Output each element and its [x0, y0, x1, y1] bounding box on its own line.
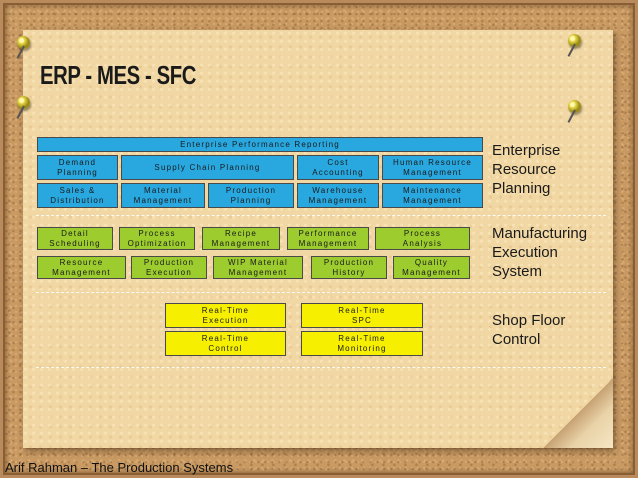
erp-box-cost-accounting: Cost Accounting: [297, 155, 379, 180]
erp-box-demand-planning: Demand Planning: [37, 155, 118, 180]
pushpin-icon: [17, 96, 30, 109]
mes-box-wip-material-management: WIP Material Management: [213, 256, 303, 279]
mes-box-detail-scheduling: Detail Scheduling: [37, 227, 113, 250]
mes-box-performance-management: Performance Management: [287, 227, 369, 250]
divider-sfc-bottom: [36, 367, 606, 368]
erp-box-material-management: Material Management: [121, 183, 205, 208]
erp-box-warehouse-management: Warehouse Management: [297, 183, 379, 208]
erp-box-maintenance-management: Maintenance Management: [382, 183, 483, 208]
pushpin-icon: [568, 100, 581, 113]
erp-box-supply-chain-planning: Supply Chain Planning: [121, 155, 294, 180]
slide-title: ERP - MES - SFC: [40, 60, 197, 90]
erp-box-sales-distribution: Sales & Distribution: [37, 183, 118, 208]
pushpin-icon: [17, 36, 30, 49]
erp-label: Enterprise Resource Planning: [492, 142, 561, 197]
pushpin-icon: [568, 34, 581, 47]
mes-box-recipe-management: Recipe Management: [202, 227, 280, 250]
mes-box-process-optimization: Process Optimization: [119, 227, 195, 250]
sfc-label: Shop Floor Control: [492, 312, 566, 348]
mes-box-production-execution: Production Execution: [131, 256, 207, 279]
erp-header-box: Enterprise Performance Reporting: [37, 137, 483, 152]
sfc-box-realtime-execution: Real-Time Execution: [165, 303, 286, 328]
erp-box-production-planning: Production Planning: [208, 183, 294, 208]
page-curl: [543, 378, 613, 448]
sfc-box-realtime-spc: Real-Time SPC: [301, 303, 423, 328]
mes-label: Manufacturing Execution System: [492, 225, 588, 280]
sfc-box-realtime-control: Real-Time Control: [165, 331, 286, 356]
footer-credit: Arif Rahman – The Production Systems: [5, 460, 234, 475]
sfc-box-realtime-monitoring: Real-Time Monitoring: [301, 331, 423, 356]
mes-box-resource-management: Resource Management: [37, 256, 126, 279]
mes-box-production-history: Production History: [311, 256, 387, 279]
mes-box-quality-management: Quality Management: [393, 256, 470, 279]
divider-mes-sfc: [36, 292, 606, 293]
divider-erp-mes: [36, 215, 606, 216]
mes-box-process-analysis: Process Analysis: [375, 227, 470, 250]
erp-box-human-resource: Human Resource Management: [382, 155, 483, 180]
